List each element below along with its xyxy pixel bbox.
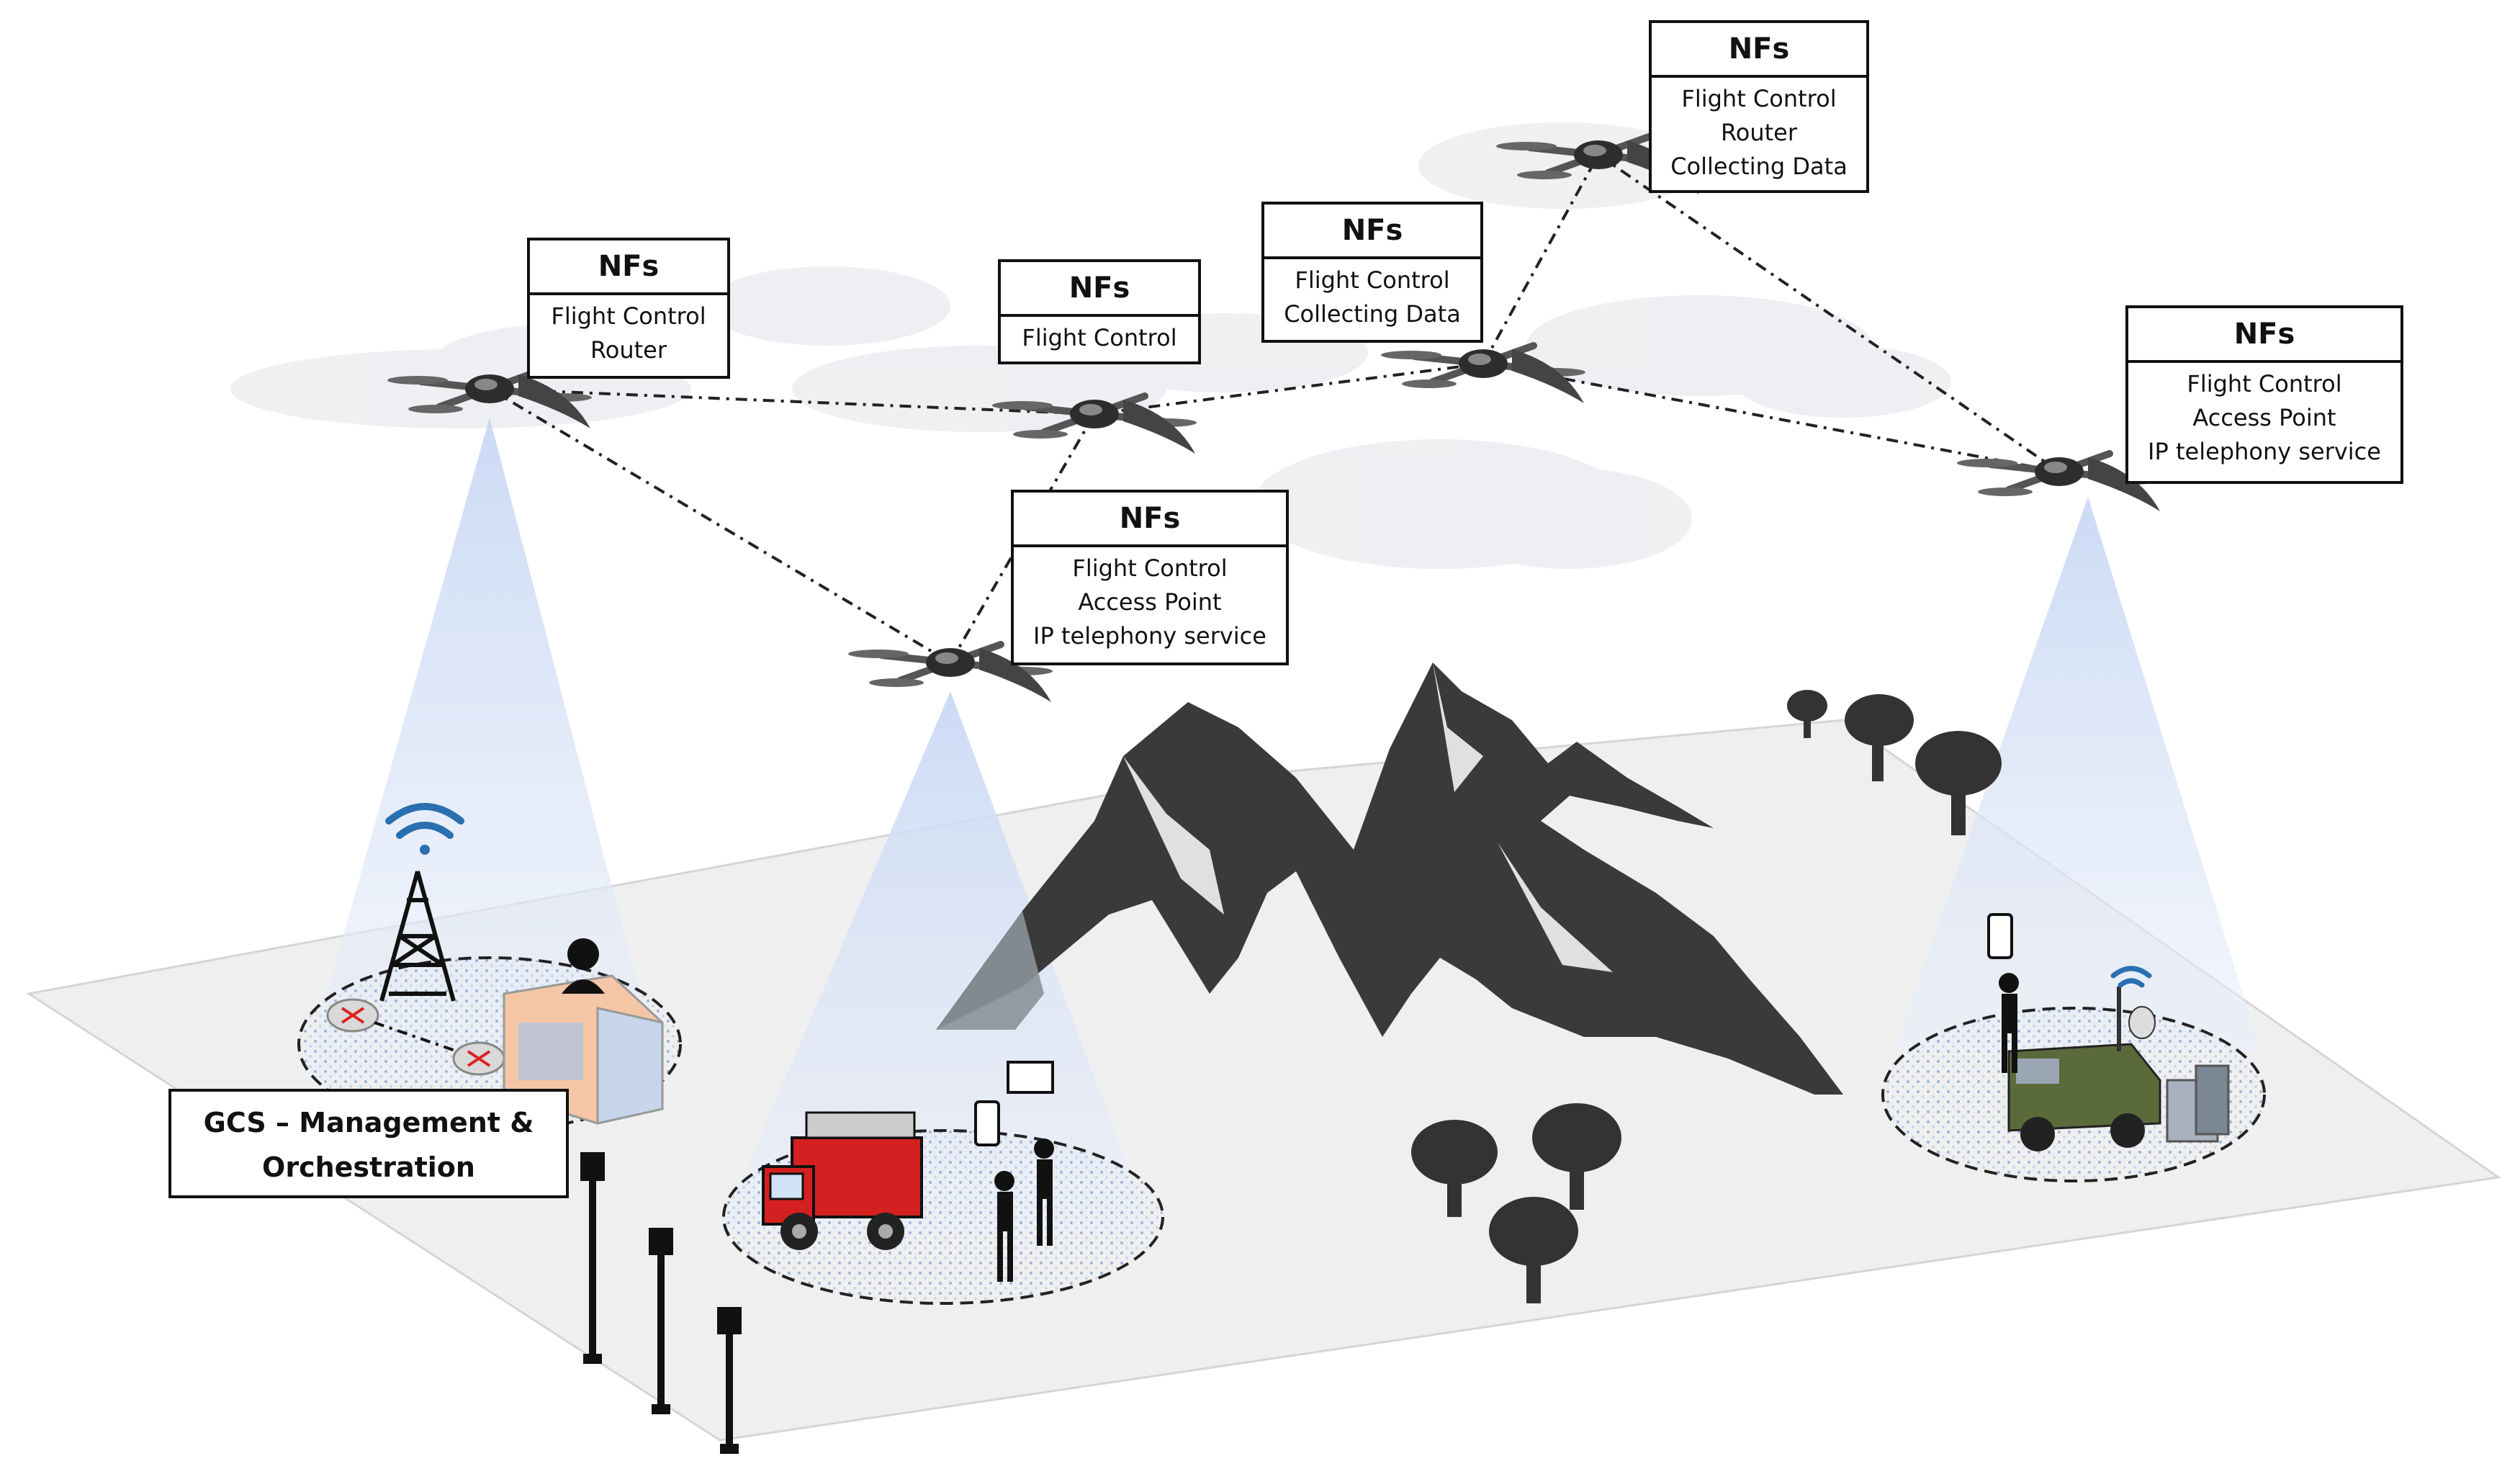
beam-gcs (302, 418, 662, 1080)
tree (1411, 1120, 1498, 1217)
nf-function: Access Point (2192, 404, 2336, 431)
trees (1411, 690, 2002, 1303)
nf-function: Router (1720, 119, 1798, 146)
nf-box-d2: NFs Flight Control (998, 259, 1201, 364)
drone-icon (848, 641, 1053, 702)
coverage-beams (302, 418, 2261, 1231)
nf-function: Collecting Data (1670, 153, 1848, 180)
operator-icon (562, 938, 605, 994)
drone-icon (387, 367, 592, 428)
router-icon (452, 1041, 505, 1076)
tree (1532, 1103, 1621, 1210)
drone-icon (992, 392, 1197, 454)
nf-box-d5: NFs Flight Control Access Point IP telep… (1011, 490, 1289, 665)
military-vehicle-icon (2007, 987, 2161, 1151)
beam-truck (720, 691, 1152, 1231)
drone-icon (1381, 342, 1585, 403)
person-icon (994, 1171, 1014, 1282)
mountain-snow (936, 911, 1044, 1030)
drone-icon (1957, 450, 2161, 511)
link-d4-d6 (1597, 153, 2061, 473)
nf-function: IP telephony service (2148, 438, 2381, 465)
wifi-icon (2110, 966, 2152, 988)
mountain-ridge-highlight (1123, 662, 1613, 972)
drones (387, 133, 2161, 702)
nf-function: Flight Control (1072, 554, 1228, 582)
nf-box-title: NFs (1001, 262, 1198, 317)
street-lamp-icon (649, 1228, 673, 1414)
building-icon (503, 974, 664, 1125)
link-d3-d6 (1482, 362, 2060, 473)
gcs-label-line2: Orchestration (262, 1151, 475, 1183)
link-d3-d4 (1482, 154, 1600, 364)
nf-box-d4: NFs Flight Control Router Collecting Dat… (1649, 20, 1869, 193)
nf-box-title: NFs (1014, 493, 1286, 547)
mountains (936, 662, 1843, 1095)
link-d2-d3 (1094, 362, 1484, 415)
link-d1-d5 (488, 387, 952, 664)
nf-box-d3: NFs Flight Control Collecting Data (1261, 202, 1483, 343)
nf-function: Router (590, 336, 667, 364)
nf-function: Flight Control (1022, 324, 1177, 351)
drone-links (488, 153, 2061, 664)
link-d1-d2 (489, 387, 1095, 415)
router-icon (326, 998, 379, 1033)
humvee-site (1987, 913, 2230, 1151)
nf-box-title: NFs (1264, 205, 1480, 259)
server-rack-icon (2166, 1064, 2230, 1143)
cell-tower-icon (379, 871, 456, 1002)
person-icon (1034, 1138, 1054, 1246)
street-lamp-icon (580, 1152, 605, 1364)
fire-truck-icon (762, 1111, 923, 1250)
fire-truck-site (762, 1061, 1054, 1282)
gcs-site (326, 803, 664, 1125)
tree (1787, 690, 1827, 738)
wifi-icon (385, 803, 464, 855)
gcs-label-line1: GCS – Management & (203, 1107, 534, 1138)
nf-function: Flight Control (551, 302, 706, 330)
phone-icon (974, 1100, 1000, 1146)
nf-function: Flight Control (2187, 370, 2342, 397)
nf-function: Collecting Data (1284, 300, 1461, 328)
nf-function: Access Point (1078, 588, 1222, 616)
tree (1915, 731, 2002, 835)
nf-function: Flight Control (1295, 266, 1450, 294)
gcs-label-box: GCS – Management & Orchestration (168, 1089, 569, 1198)
nf-box-title: NFs (2128, 308, 2400, 363)
nf-function: IP telephony service (1033, 622, 1266, 650)
nf-box-title: NFs (530, 241, 727, 295)
nf-box-d6: NFs Flight Control Access Point IP telep… (2125, 305, 2403, 484)
laptop-icon (1007, 1061, 1054, 1094)
street-lamp-icon (717, 1307, 742, 1454)
beam-humvee (1894, 497, 2261, 1051)
nf-function: Flight Control (1681, 85, 1837, 112)
nf-box-d1: NFs Flight Control Router (527, 238, 730, 379)
phone-icon (1987, 913, 2013, 959)
person-icon (1999, 973, 2019, 1073)
nf-box-title: NFs (1652, 23, 1866, 78)
street-lamps (580, 1152, 742, 1454)
mountain-range (936, 662, 1843, 1095)
tree (1845, 694, 1914, 781)
tree (1489, 1197, 1578, 1303)
